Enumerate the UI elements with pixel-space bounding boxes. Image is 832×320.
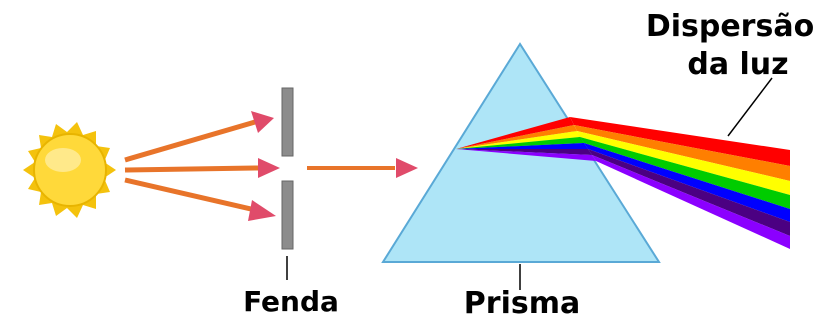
slit-bar-top <box>281 87 294 157</box>
sun-highlight <box>45 148 81 172</box>
band-red <box>570 117 790 166</box>
band-indigo <box>588 149 790 236</box>
internal-spectrum <box>456 117 596 161</box>
arrow-head-upper <box>251 111 274 133</box>
prism-label: Prisma <box>464 286 580 320</box>
band-violet <box>592 155 790 249</box>
incident-beams <box>124 111 280 221</box>
arrow-head-lower <box>248 200 276 221</box>
band-orange <box>574 125 790 181</box>
inner-yellow <box>456 131 580 149</box>
beam-lower <box>124 177 256 213</box>
slit-bar-bottom <box>281 180 294 250</box>
inner-green <box>456 137 584 149</box>
arrow-head-prism <box>396 158 418 178</box>
inner-orange <box>456 125 577 149</box>
dispersion-label-line2: da luz <box>687 47 788 82</box>
band-blue <box>584 143 790 222</box>
arrow-head-middle <box>258 158 280 178</box>
inner-red <box>456 117 574 149</box>
inner-violet <box>456 149 596 161</box>
slit-label: Fenda <box>243 285 339 318</box>
band-green <box>580 137 790 209</box>
inner-blue <box>456 143 588 149</box>
beam-middle <box>124 165 259 173</box>
dispersed-spectrum <box>570 117 790 249</box>
band-yellow <box>577 131 790 195</box>
slit <box>281 87 294 280</box>
dispersion-label-line1: Dispersão <box>646 9 814 44</box>
dispersion-leader-line <box>727 77 773 137</box>
sun-icon <box>23 122 116 218</box>
beam-upper <box>124 119 256 163</box>
transmitted-beam <box>307 158 418 178</box>
